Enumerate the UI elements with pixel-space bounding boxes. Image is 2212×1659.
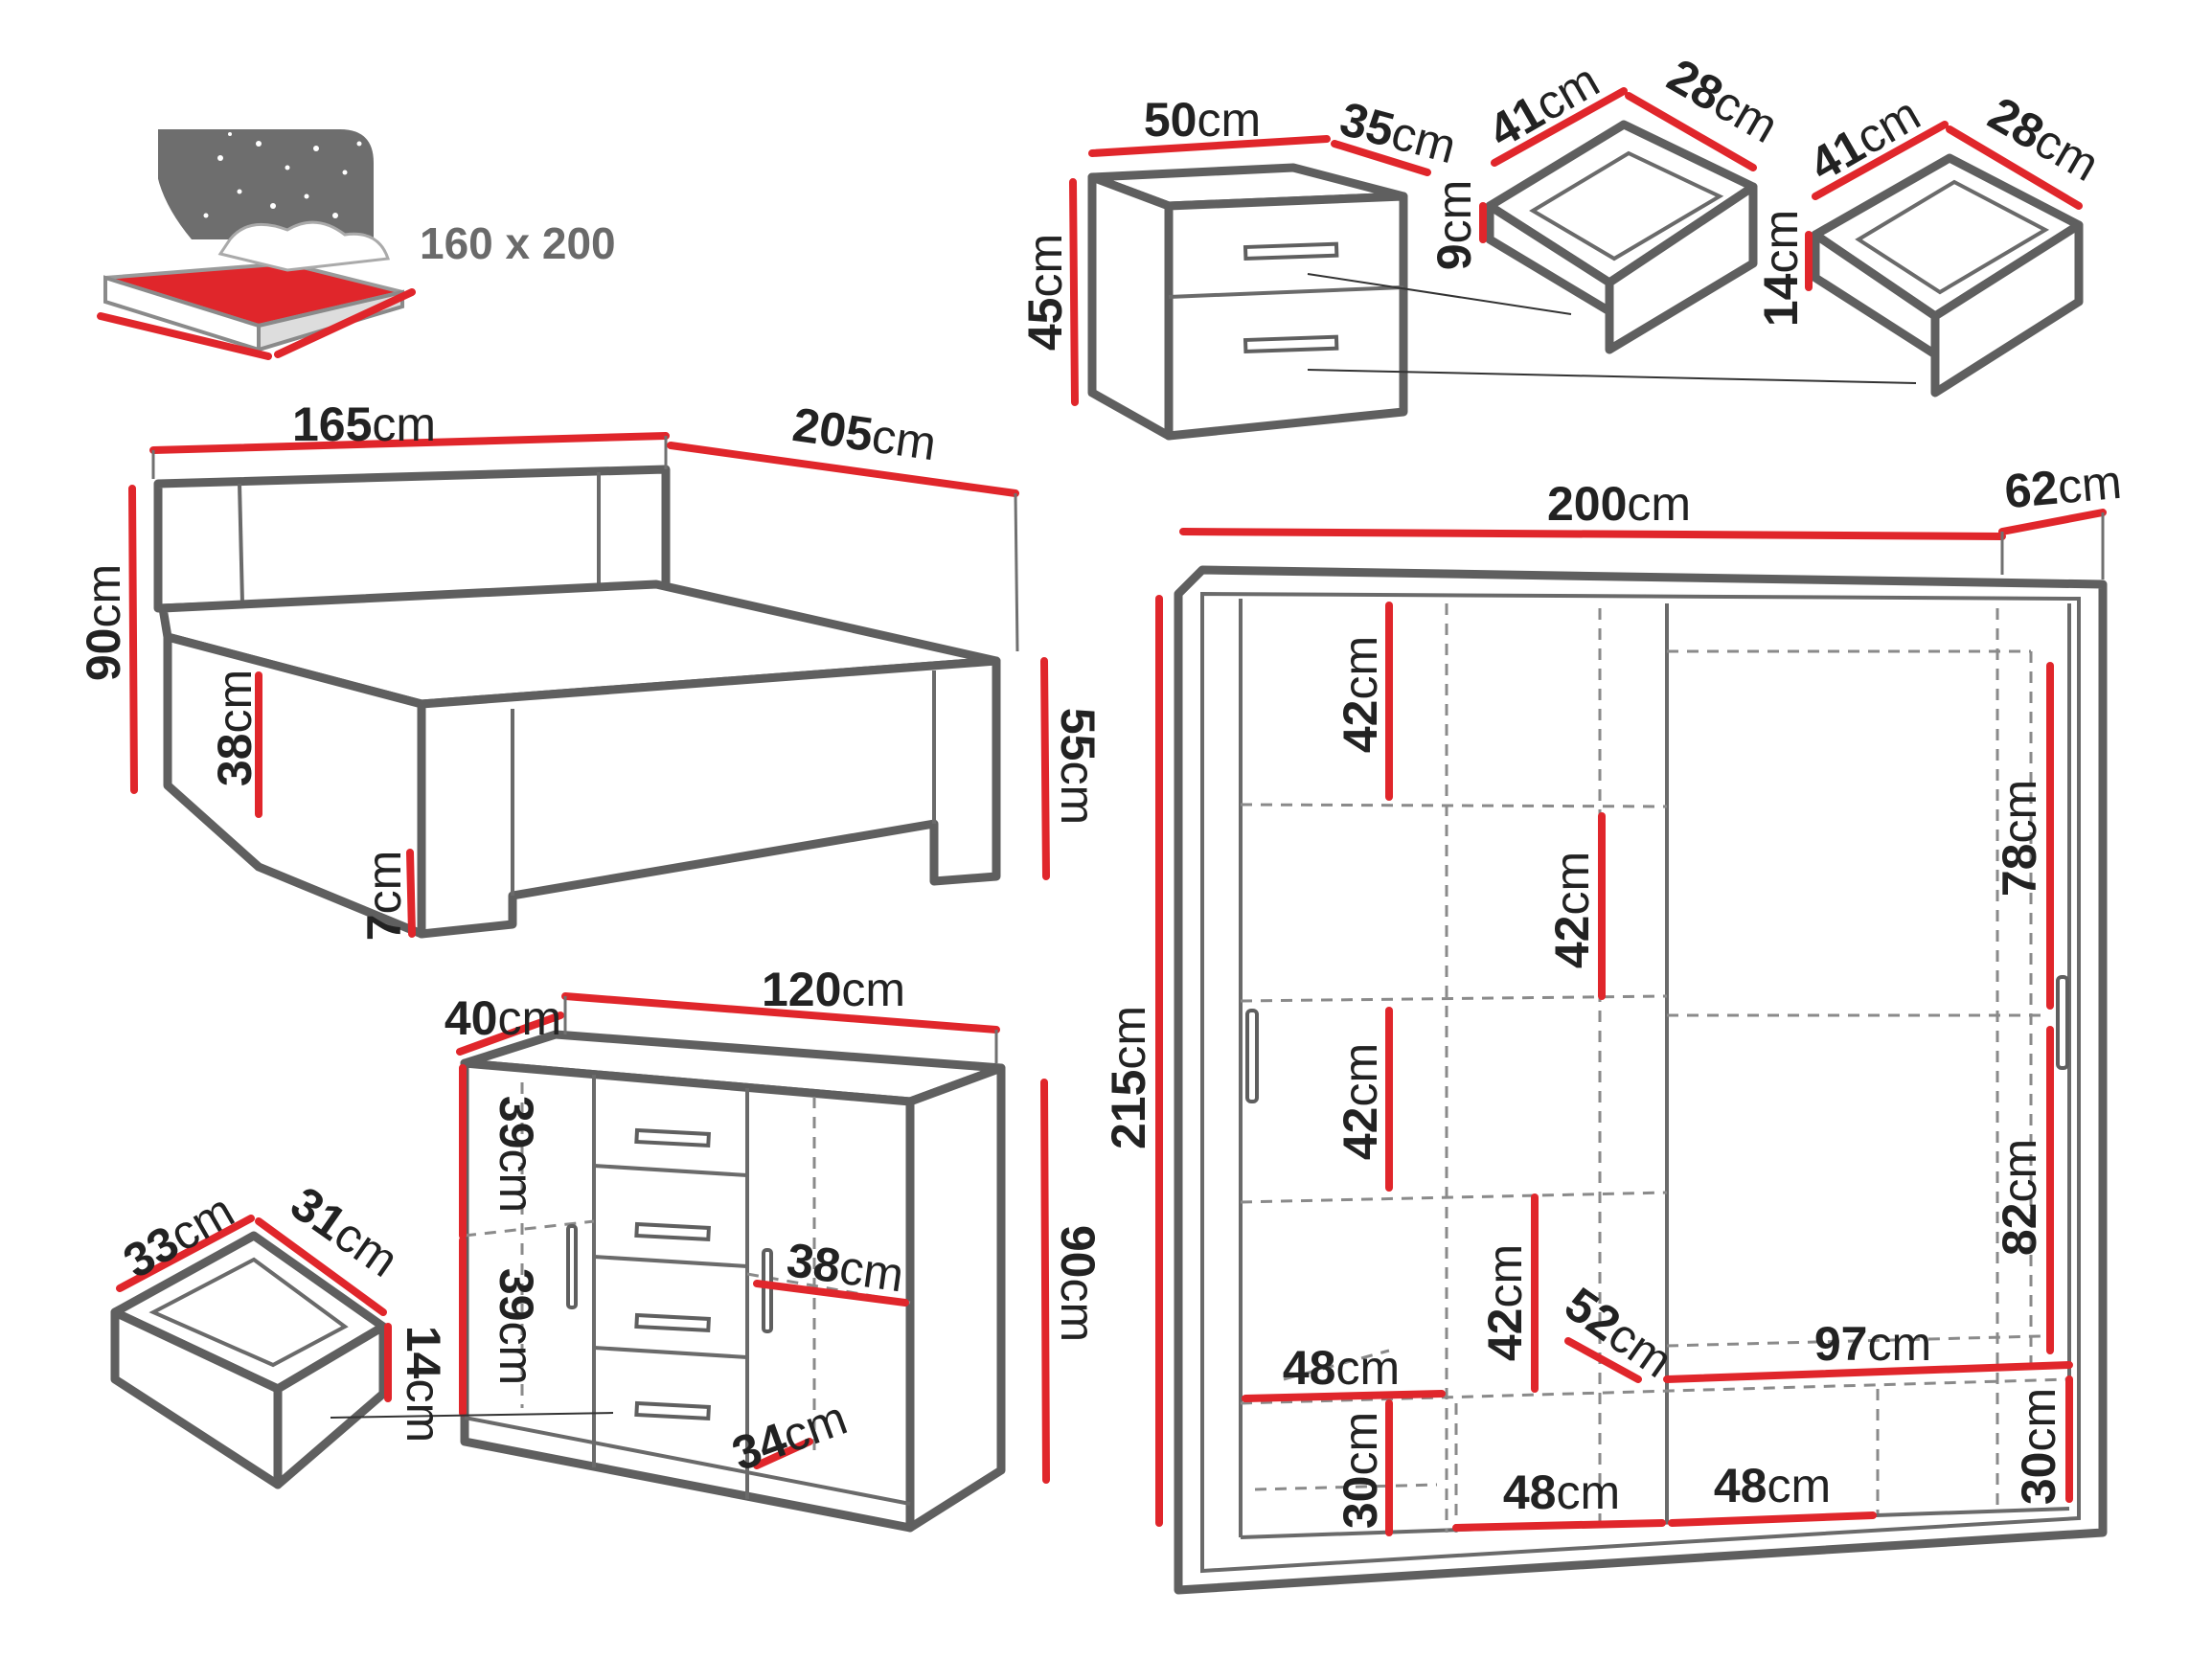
wardrobe-drawing: 200cm 62cm 215cm 42cm 42cm 42cm 42cm 78c…	[1102, 455, 2124, 1595]
ns-drawer1-height-label: 9cm	[1427, 180, 1481, 270]
mattress-size-label: 160 x 200	[420, 218, 616, 268]
dresser-bottom-shelf-label: 39cm	[490, 1268, 543, 1385]
wardrobe-right-top-label: 78cm	[1993, 780, 2046, 897]
dresser-drawing: 120cm 40cm 90cm 39cm 39cm 38cm 34cm	[445, 963, 1105, 1533]
bed-length-label: 205cm	[789, 398, 939, 470]
dresser-width-label: 120cm	[762, 963, 905, 1016]
wardrobe-left-shelf1-label: 42cm	[1334, 636, 1387, 753]
nightstand-width-label: 50cm	[1144, 93, 1261, 147]
wardrobe-height-label: 215cm	[1102, 1006, 1155, 1149]
bed-drawing: 165cm 205cm 90cm 38cm 55cm 7cm	[77, 398, 1105, 941]
nightstand-drawer-1: 41cm 28cm 9cm	[1427, 48, 1788, 354]
bed-size-icon: 160 x 200	[97, 129, 616, 360]
nightstand-drawer-2: 41cm 28cm 14cm	[1754, 86, 2109, 398]
bed-frame-height-label: 38cm	[208, 670, 262, 786]
ns-drawer2-height-label: 14cm	[1754, 210, 1808, 327]
wardrobe-left-shelf2-label: 42cm	[1334, 1043, 1387, 1160]
wardrobe-bottom-right-label: 48cm	[1714, 1459, 1831, 1512]
wardrobe-right-bottom-height-label: 30cm	[2012, 1388, 2065, 1505]
wardrobe-bottom-mid-label: 48cm	[1503, 1466, 1620, 1519]
dresser-depth-label: 40cm	[445, 991, 561, 1045]
wardrobe-depth-label: 62cm	[2002, 455, 2124, 518]
nightstand-height-label: 45cm	[1018, 234, 1072, 351]
nightstand-drawing: 50cm 35cm 45cm	[1018, 92, 1917, 441]
wardrobe-left-width-label: 48cm	[1283, 1341, 1400, 1395]
wardrobe-mid-shelf1-label: 42cm	[1545, 852, 1599, 968]
wardrobe-right-bottom-label: 82cm	[1993, 1139, 2046, 1256]
ns-drawer2-depth-label: 28cm	[1980, 86, 2109, 192]
wardrobe-left-bottom-label: 30cm	[1334, 1412, 1387, 1529]
bed-width-label: 165cm	[292, 398, 436, 451]
dr-drawer-height-label: 14cm	[397, 1326, 450, 1443]
bed-foot-height-label: 55cm	[1051, 708, 1105, 825]
dresser-shelf-width-label: 38cm	[784, 1233, 907, 1302]
wardrobe-width-label: 200cm	[1547, 477, 1691, 531]
ns-drawer1-depth-label: 28cm	[1659, 48, 1788, 153]
dresser-top-shelf-label: 39cm	[490, 1096, 543, 1213]
bed-leg-height-label: 7cm	[357, 851, 411, 941]
bed-height-label: 90cm	[77, 564, 130, 681]
dresser-height-label: 90cm	[1051, 1225, 1105, 1342]
wardrobe-mid-shelf2-label: 42cm	[1478, 1244, 1532, 1361]
wardrobe-right-width-label: 97cm	[1814, 1317, 1931, 1371]
